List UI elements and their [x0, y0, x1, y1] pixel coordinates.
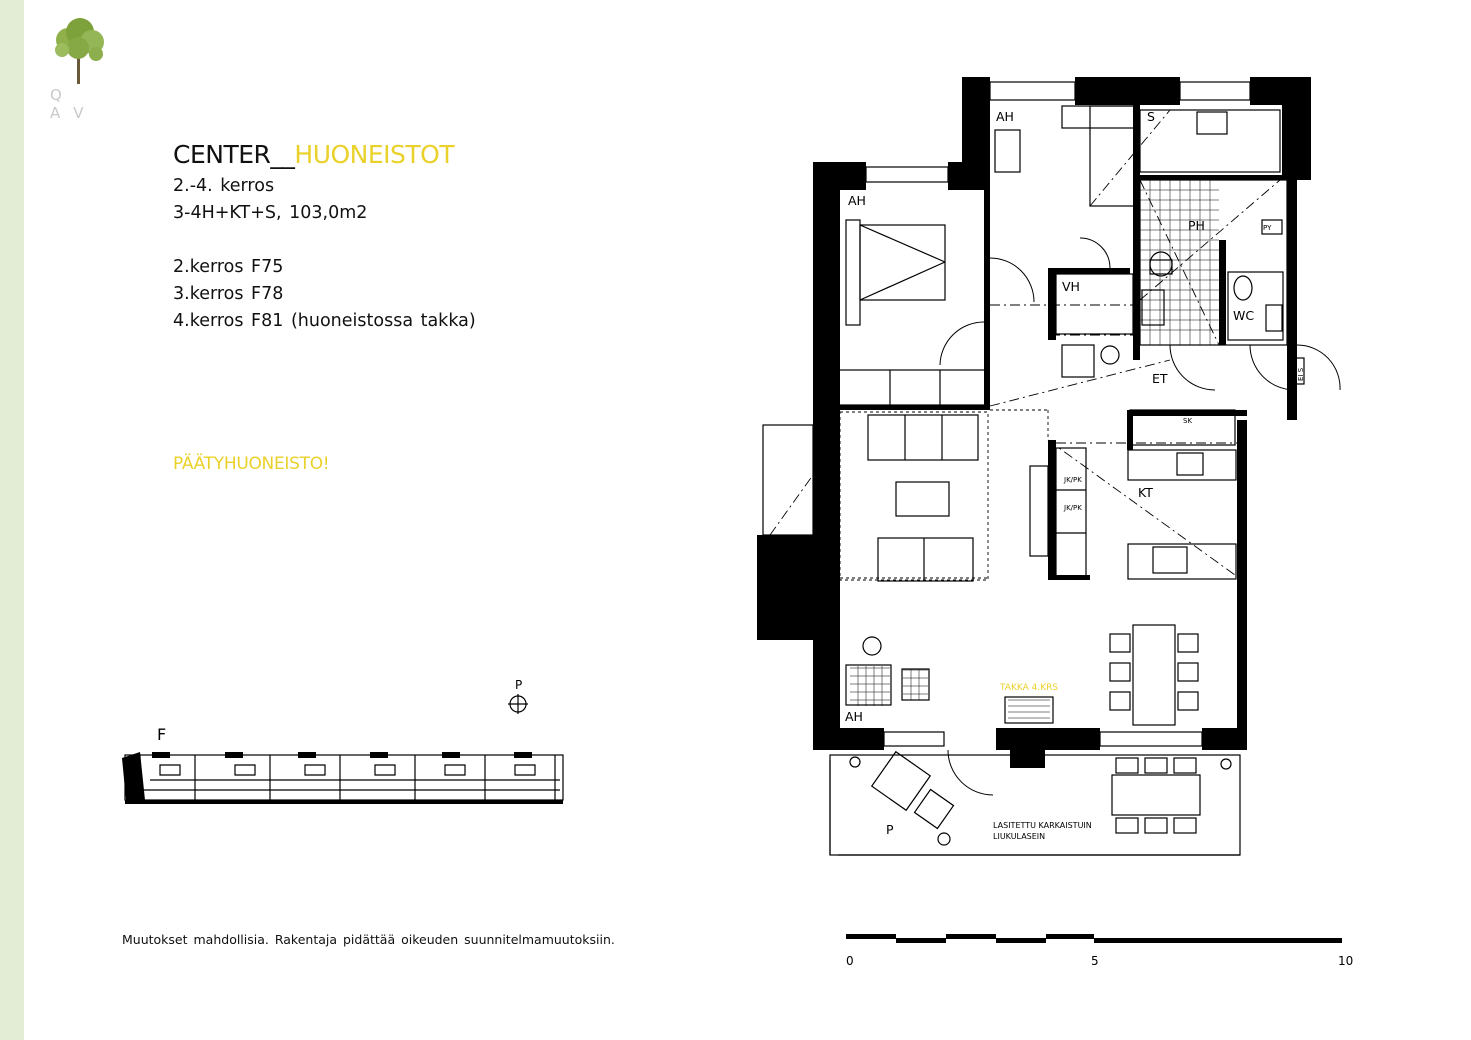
logo-text: Q AV: [50, 86, 98, 122]
floor-code-3: 4.kerros F81 (huoneistossa takka): [173, 311, 476, 331]
balcony-note-1: LASITETTU KARKAISTUIN: [993, 821, 1092, 830]
title-prefix: CENTER__: [173, 140, 295, 169]
fireplace-label: TAKKA 4.KRS: [999, 683, 1058, 693]
site-plan: F P: [122, 678, 564, 804]
room-label-ah-bottom: AH: [845, 709, 863, 724]
room-label-p: P: [886, 822, 894, 837]
room-label-kt: KT: [1138, 485, 1153, 500]
page-title: CENTER__HUONEISTOT: [173, 140, 455, 170]
floors-text: 2.-4. kerros: [173, 176, 275, 196]
floor-plan: AH AH S PH VH WC ET KT AH P PY SK JK/PK …: [757, 77, 1341, 856]
balcony-note-2: LIUKULASEIN: [993, 832, 1045, 841]
scale-tick-0: 0: [846, 954, 854, 968]
room-label-jkpk-1: JK/PK: [1063, 476, 1082, 484]
room-label-ah-top: AH: [996, 109, 1014, 124]
brand-logo: Q AV: [44, 14, 134, 122]
north-arrow-icon: [508, 694, 528, 714]
title-accent: HUONEISTOT: [294, 140, 455, 169]
room-label-jkpk-2: JK/PK: [1063, 504, 1082, 512]
room-label-ah-left: AH: [848, 193, 866, 208]
scale-bar: 0 5 10: [846, 934, 1353, 968]
room-label-ph: PH: [1188, 218, 1205, 233]
room-label-sk: SK: [1183, 417, 1192, 425]
room-label-s: S: [1147, 109, 1155, 124]
disclaimer-footnote: Muutokset mahdollisia. Rakentaja pidättä…: [122, 932, 615, 947]
room-label-ei-s: EI S: [1297, 367, 1305, 381]
room-label-et: ET: [1152, 371, 1168, 386]
tree-icon: [55, 18, 104, 84]
north-label: P: [515, 678, 522, 692]
block-label: F: [157, 725, 166, 744]
room-label-vh: VH: [1062, 279, 1080, 294]
room-label-wc: WC: [1233, 308, 1254, 323]
apartment-type: 3-4H+KT+S, 103,0m2: [173, 203, 368, 223]
floor-code-2: 3.kerros F78: [173, 284, 284, 304]
end-apartment-tag: PÄÄTYHUONEISTO!: [173, 454, 330, 474]
floor-code-1: 2.kerros F75: [173, 257, 284, 277]
scale-tick-10: 10: [1338, 954, 1353, 968]
decorative-side-strip: [0, 0, 24, 1040]
scale-tick-5: 5: [1091, 954, 1099, 968]
room-label-py: PY: [1263, 224, 1272, 232]
